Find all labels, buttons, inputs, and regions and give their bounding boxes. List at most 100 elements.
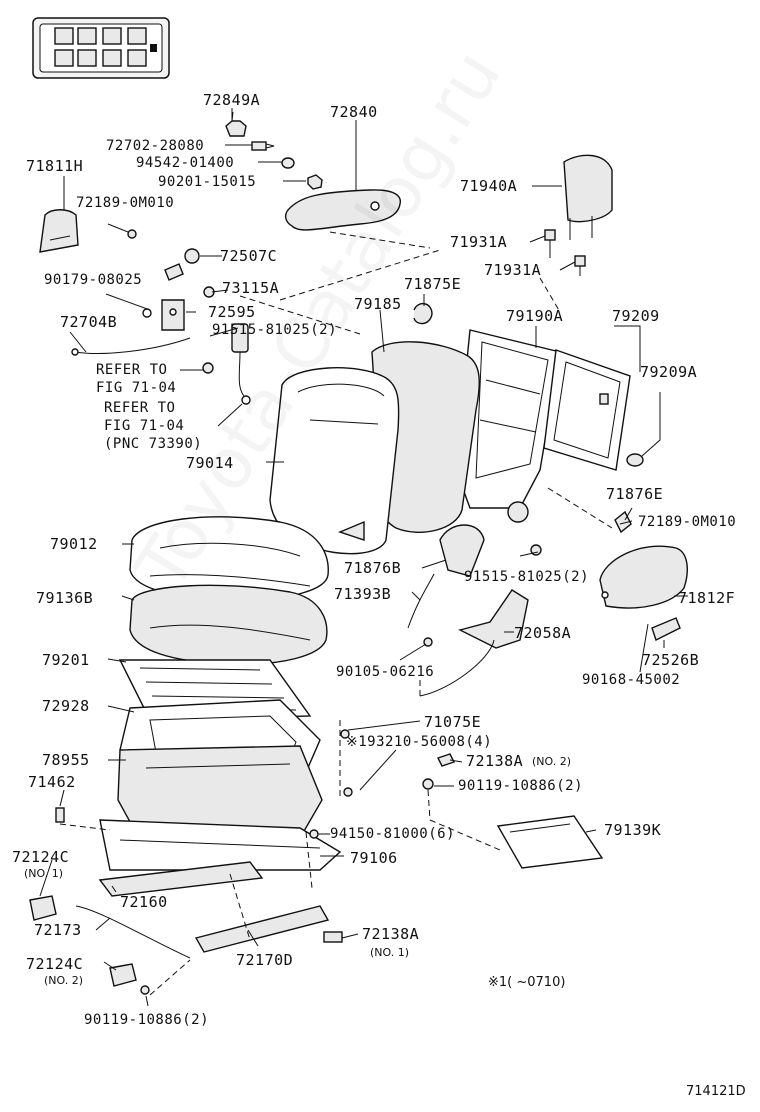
label-72849a: 72849A [203, 91, 261, 109]
cap-72138a-1 [323, 931, 343, 943]
washer-94542 [281, 157, 295, 169]
label-71812f: 71812F [678, 589, 736, 607]
note-72124c-no1: (NO. 1) [24, 867, 64, 880]
label-79014: 79014 [186, 454, 234, 472]
label-72170d: 72170D [236, 951, 294, 969]
bolt-94150 [309, 829, 319, 839]
label-71931a-1: 71931A [450, 233, 508, 251]
label-79136b: 79136B [36, 589, 94, 607]
bolt-90119b [140, 985, 150, 995]
label-90105-06216: 90105-06216 [336, 664, 435, 680]
cover-71811h [39, 209, 79, 253]
cover-71876b [439, 524, 485, 577]
label-91515-81025-a: 91515-81025(2) [212, 322, 338, 338]
label-79012: 79012 [50, 535, 98, 553]
reference-lines [59, 231, 613, 996]
clip-72138a-2 [437, 753, 455, 767]
mat-79139k [496, 815, 604, 869]
label-79209a: 79209A [640, 363, 698, 381]
guide-71931a-2 [574, 255, 586, 276]
nut-90201 [307, 174, 323, 190]
rail-72170d [194, 905, 330, 953]
cover-71812f [599, 545, 688, 609]
label-72928: 72928 [42, 697, 90, 715]
seatbelt-buckle [202, 323, 251, 405]
cushion-pad-79136b [129, 584, 328, 665]
label-72173: 72173 [34, 921, 82, 939]
guide-71931a-1 [544, 229, 556, 258]
label-90119-10886-b: 90119-10886(2) [84, 1012, 210, 1028]
label-72189-0m010-right: 72189-0M010 [638, 514, 737, 530]
label-71075e: 71075E [424, 713, 482, 731]
screw-72189-top [127, 229, 137, 239]
strap-71393b [407, 573, 435, 629]
bolt-71462 [55, 807, 65, 823]
label-72595: 72595 [208, 303, 256, 321]
label-79139k: 79139K [604, 821, 662, 839]
label-71876e: 71876E [606, 485, 664, 503]
armrest-72840 [284, 189, 402, 231]
figure-id: 714121D [686, 1084, 746, 1099]
label-79185: 79185 [354, 295, 402, 313]
label-72124c-1: 72124C [12, 848, 70, 866]
label-79190a: 79190A [506, 307, 564, 325]
note-72124c-no2: (NO. 2) [44, 974, 84, 987]
rod-72173 [75, 905, 191, 959]
lever-90179 [164, 263, 184, 281]
label-72702-28080: 72702-28080 [106, 138, 205, 154]
label-71931a-2: 71931A [484, 261, 542, 279]
label-72189-0m010-top: 72189-0M010 [76, 195, 175, 211]
label-refer-2b: FIG 71-04 [104, 418, 185, 434]
screw-72702 [251, 141, 275, 151]
bolt-193210 [340, 729, 353, 797]
label-refer-1b: FIG 71-04 [96, 380, 177, 396]
footnote-production-range: ※1( ~0710) [488, 975, 566, 990]
label-71876b: 71876B [344, 559, 402, 577]
label-79201: 79201 [42, 651, 90, 669]
headrest-71940a [563, 154, 613, 240]
label-90179-08025: 90179-08025 [44, 272, 143, 288]
bolt-90119a [422, 778, 434, 790]
label-71940a: 71940A [460, 177, 518, 195]
label-94150-81000: 94150-81000(6) [330, 826, 456, 842]
label-90119-10886-a: 90119-10886(2) [458, 778, 584, 794]
fastener-79209a [626, 453, 644, 467]
cap-72849a [225, 111, 247, 137]
label-71811h: 71811H [26, 157, 84, 175]
cable-72704b [71, 337, 191, 356]
button-72507c [184, 248, 200, 264]
label-72058a: 72058A [514, 624, 572, 642]
label-94542-01400: 94542-01400 [136, 155, 235, 171]
label-72526b: 72526B [642, 651, 700, 669]
cover-72124c-2 [109, 963, 137, 987]
note-72138a-no1: (NO. 1) [370, 946, 410, 959]
cover-72124c-1 [29, 895, 57, 921]
label-71462: 71462 [28, 773, 76, 791]
label-refer-1a: REFER TO [96, 362, 168, 378]
label-72138a-1: 72138A [362, 925, 420, 943]
label-72507c: 72507C [220, 247, 278, 265]
mechanism-72058a [419, 589, 529, 697]
bracket-72595 [161, 299, 185, 331]
label-79106: 79106 [350, 849, 398, 867]
label-90168-45002: 90168-45002 [582, 672, 681, 688]
label-72704b: 72704B [60, 313, 118, 331]
leader-lines [39, 108, 688, 1007]
label-193210-56008: ※193210-56008(4) [346, 734, 493, 750]
label-78955: 78955 [42, 751, 90, 769]
vehicle-seat-map-thumbnail [32, 17, 170, 79]
back-pad-79014 [269, 367, 400, 555]
label-72160: 72160 [120, 893, 168, 911]
label-72840: 72840 [330, 103, 378, 121]
rail-72160 [98, 861, 264, 897]
clip-71875e [413, 303, 433, 325]
label-72124c-2: 72124C [26, 955, 84, 973]
adjuster-79106 [99, 819, 342, 871]
label-79209: 79209 [612, 307, 660, 325]
label-71875e: 71875E [404, 275, 462, 293]
label-90201-15015: 90201-15015 [158, 174, 257, 190]
label-73115a: 73115A [222, 279, 280, 297]
board-79209 [543, 349, 631, 471]
label-71393b: 71393B [334, 585, 392, 603]
